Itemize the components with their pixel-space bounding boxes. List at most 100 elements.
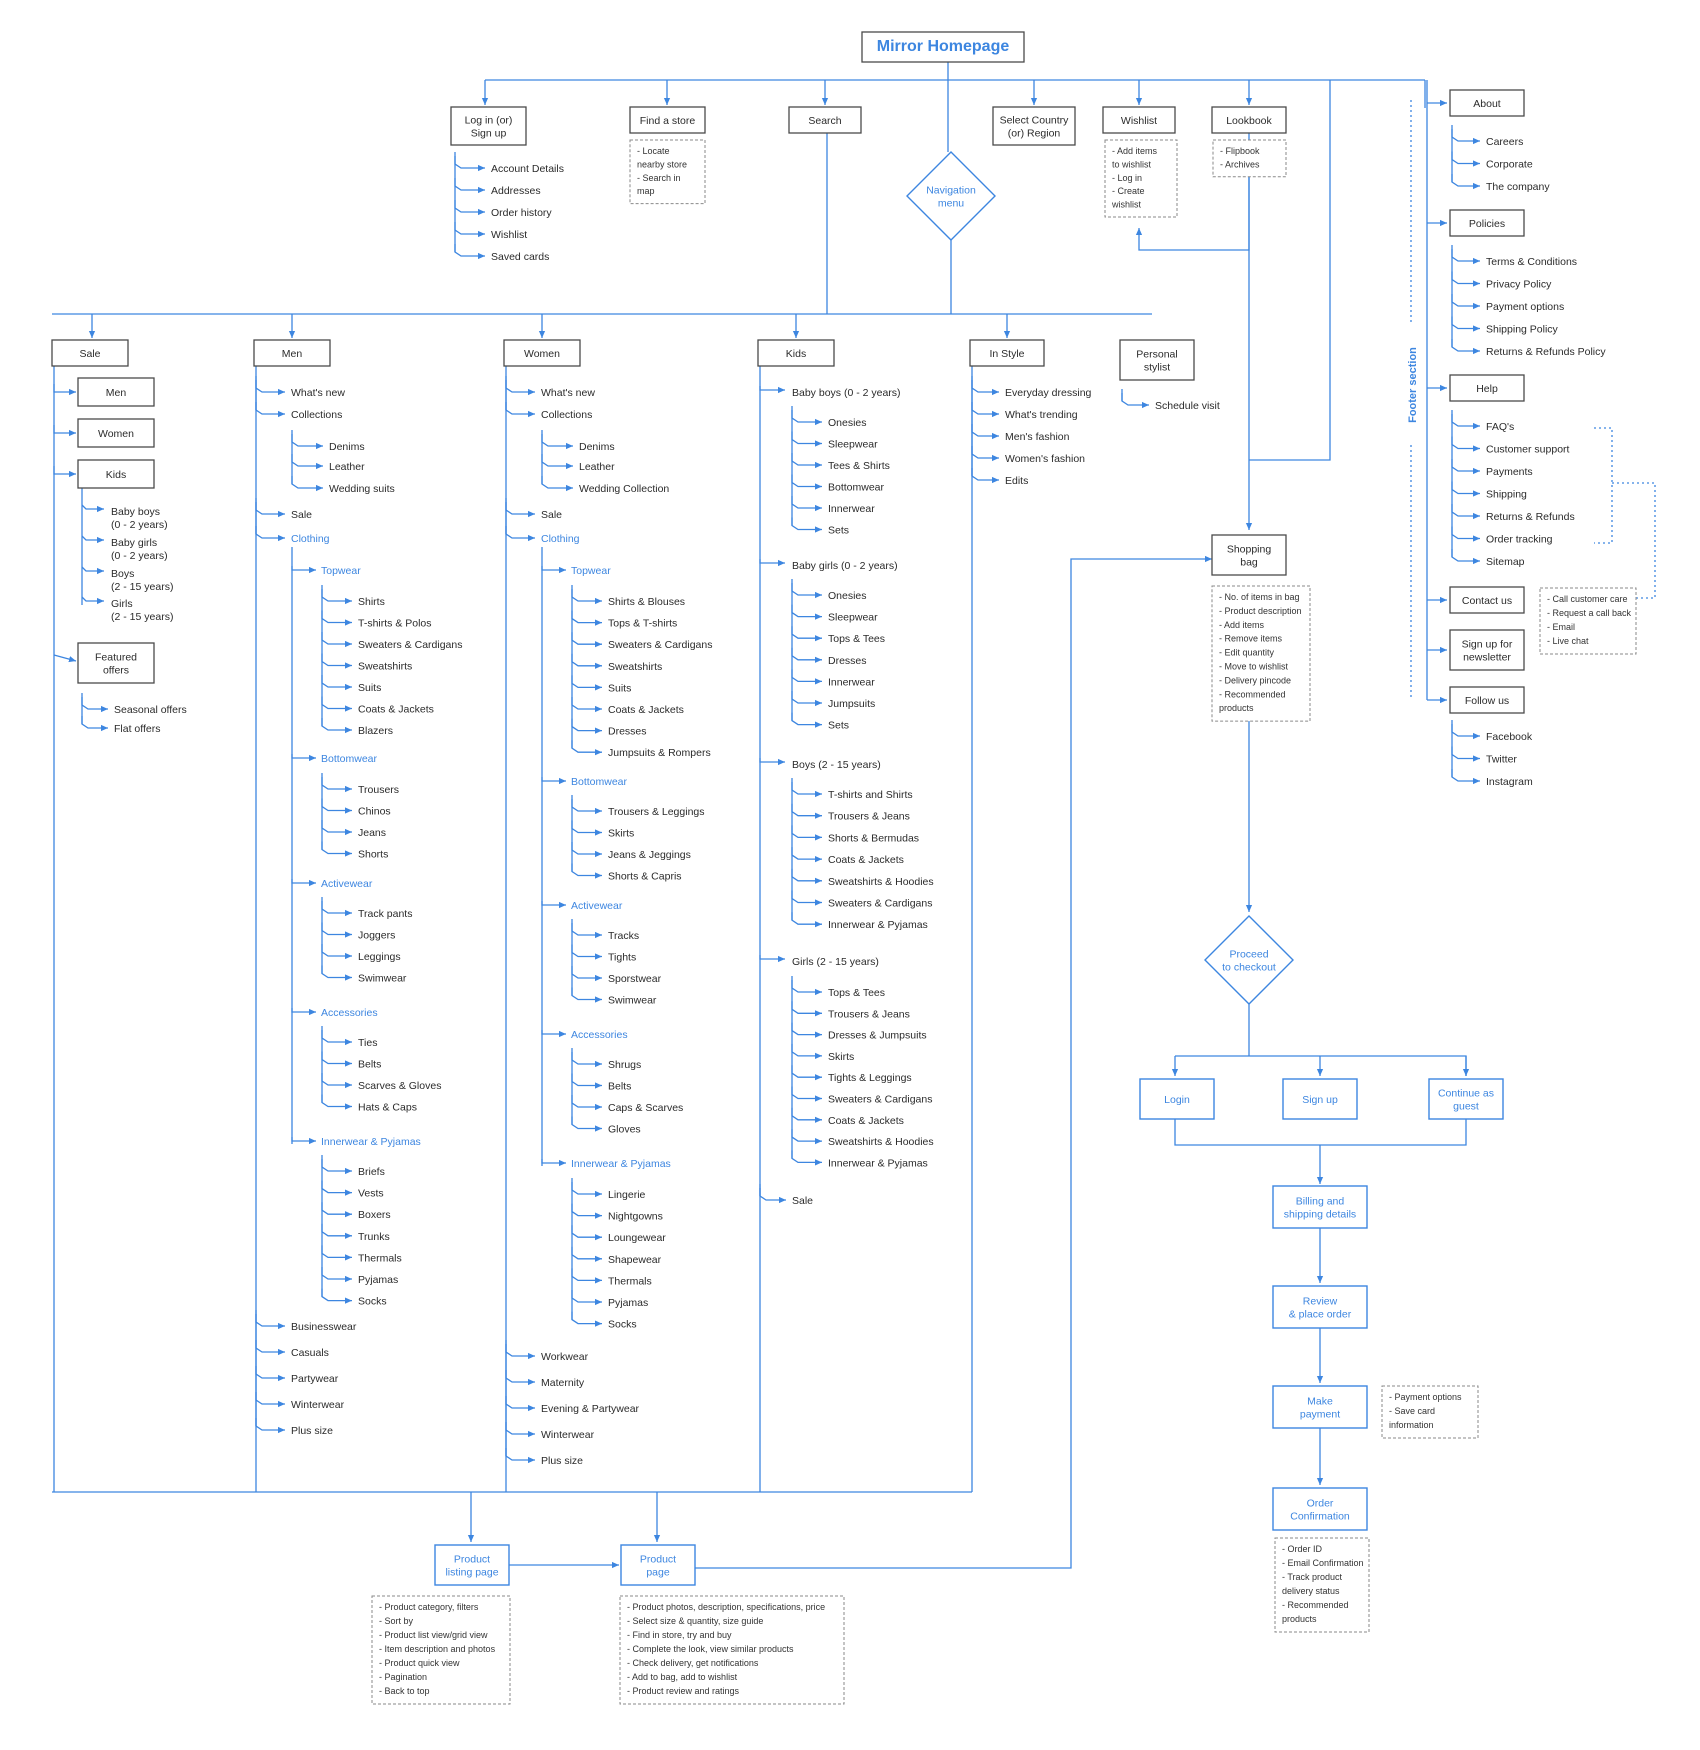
help-item: Returns & Refunds <box>1486 511 1575 523</box>
connector-line <box>1451 436 1480 452</box>
men-subitem: Track pants <box>358 908 412 920</box>
connector-line <box>291 566 316 574</box>
connector-line <box>321 901 352 917</box>
sale-kids-box <box>77 459 155 489</box>
men-subitem: Vests <box>358 1188 384 1200</box>
women-category: Activewear <box>571 900 623 912</box>
shopping-bag-note-line: - Edit quantity <box>1219 648 1275 658</box>
connector-line <box>791 496 822 512</box>
women-item: Workwear <box>541 1351 589 1363</box>
connector-line <box>321 632 352 648</box>
connector-line <box>759 955 785 963</box>
policies-item: Returns & Refunds Policy <box>1486 346 1606 358</box>
connector-line <box>791 1001 822 1017</box>
connector-line <box>571 1116 602 1132</box>
women-subitem: Skirts <box>608 828 634 840</box>
connector-line <box>321 589 352 605</box>
connector-line <box>81 566 104 575</box>
homepage-title-box <box>861 31 1025 63</box>
payment-note-line: - Save card <box>1389 1406 1435 1416</box>
confirm-note-line: - Track product <box>1282 1572 1343 1582</box>
connector-line <box>571 740 602 756</box>
kids-subitem: Sleepwear <box>828 439 878 451</box>
connector-line <box>571 863 602 879</box>
kids-subitem: Innerwear & Pyjamas <box>828 1157 928 1169</box>
login-item: Saved cards <box>491 251 549 263</box>
kids-subitem: Jumpsuits <box>828 698 875 710</box>
connector-line <box>571 799 602 815</box>
product-page-note-line: - Check delivery, get notifications <box>627 1658 759 1668</box>
featured-item: Seasonal offers <box>114 704 187 716</box>
connector-line <box>791 782 822 798</box>
men-subitem: Socks <box>358 1296 387 1308</box>
product-page-note-line: - Select size & quantity, size guide <box>627 1616 763 1626</box>
follow-box-label: Follow us <box>1465 695 1509 707</box>
confirm-note-line: - Order ID <box>1282 1544 1323 1554</box>
about-item: Corporate <box>1486 159 1533 171</box>
connector-line <box>791 1150 822 1166</box>
kids-box <box>757 339 835 367</box>
product-listing-note-line: - Pagination <box>379 1672 427 1682</box>
kids-subitem: Coats & Jackets <box>828 854 904 866</box>
kids-subitem: Tops & Tees <box>828 633 885 645</box>
about-item: Careers <box>1486 136 1523 148</box>
men-subitem: Jeans <box>358 827 386 839</box>
sale-kids-item: (0 - 2 years) <box>111 550 168 562</box>
help-box <box>1449 374 1525 402</box>
kids-subitem: Sweatshirts & Hoodies <box>828 1136 934 1148</box>
navigation-menu-diamond <box>906 151 996 241</box>
connector-line <box>321 777 352 793</box>
men-category: Innerwear & Pyjamas <box>321 1136 421 1148</box>
connector-line <box>571 966 602 982</box>
sale-men-box <box>77 377 155 407</box>
men-subitem: Sweaters & Cardigans <box>358 639 462 651</box>
connector-line <box>321 1223 352 1239</box>
policies-item: Terms & Conditions <box>1486 256 1577 268</box>
connector-line <box>321 1288 352 1304</box>
kids-category: Boys (2 - 15 years) <box>792 759 881 771</box>
connector-line <box>1451 249 1480 265</box>
men-subitem: Trunks <box>358 1231 390 1243</box>
men-item: Plus size <box>291 1425 333 1437</box>
lookbook-box <box>1211 106 1287 134</box>
lookbook-note <box>1212 139 1287 178</box>
connector-line <box>571 632 602 648</box>
connector-line <box>321 1159 352 1175</box>
policies-item: Shipping Policy <box>1486 324 1559 336</box>
kids-subitem: Tops & Tees <box>828 987 885 999</box>
shopping-bag-note-line: - Add items <box>1219 620 1265 630</box>
women-subitem: Belts <box>608 1081 631 1093</box>
connector-line <box>571 1225 602 1241</box>
sale-kids-item: Boys <box>111 568 134 580</box>
newsletter-box <box>1449 629 1525 671</box>
connector-line <box>454 244 485 260</box>
login-item: Addresses <box>491 185 541 197</box>
kids-box-label: Kids <box>786 348 806 360</box>
wishlist-note-line: - Add items <box>1112 146 1158 156</box>
connector-line <box>791 453 822 469</box>
shopping-bag-note-line: - Product description <box>1219 606 1302 616</box>
connector-line <box>321 841 352 857</box>
women-item: Evening & Partywear <box>541 1403 640 1415</box>
men-subitem: Sweatshirts <box>358 661 412 673</box>
find-store-box-label: Find a store <box>640 115 696 127</box>
connector-line <box>791 583 822 599</box>
connector-line <box>321 1180 352 1196</box>
women-subitem: Jeans & Jeggings <box>608 849 691 861</box>
wishlist-note-line: wishlist <box>1111 200 1142 210</box>
sale-kids-item: (2 - 15 years) <box>111 611 173 623</box>
connector-line <box>971 380 999 396</box>
sale-women-box <box>77 418 155 448</box>
men-subitem: Thermals <box>358 1252 402 1264</box>
follow-item: Twitter <box>1486 754 1517 766</box>
connector-line <box>255 1366 285 1382</box>
women-subitem: Tops & T-shirts <box>608 618 677 630</box>
connector-line <box>791 647 822 663</box>
help-item: Customer support <box>1486 444 1570 456</box>
men-category: Bottomwear <box>321 753 378 765</box>
connector-line <box>505 526 535 542</box>
connector-line <box>255 1418 285 1434</box>
women-box-label: Women <box>524 348 560 360</box>
